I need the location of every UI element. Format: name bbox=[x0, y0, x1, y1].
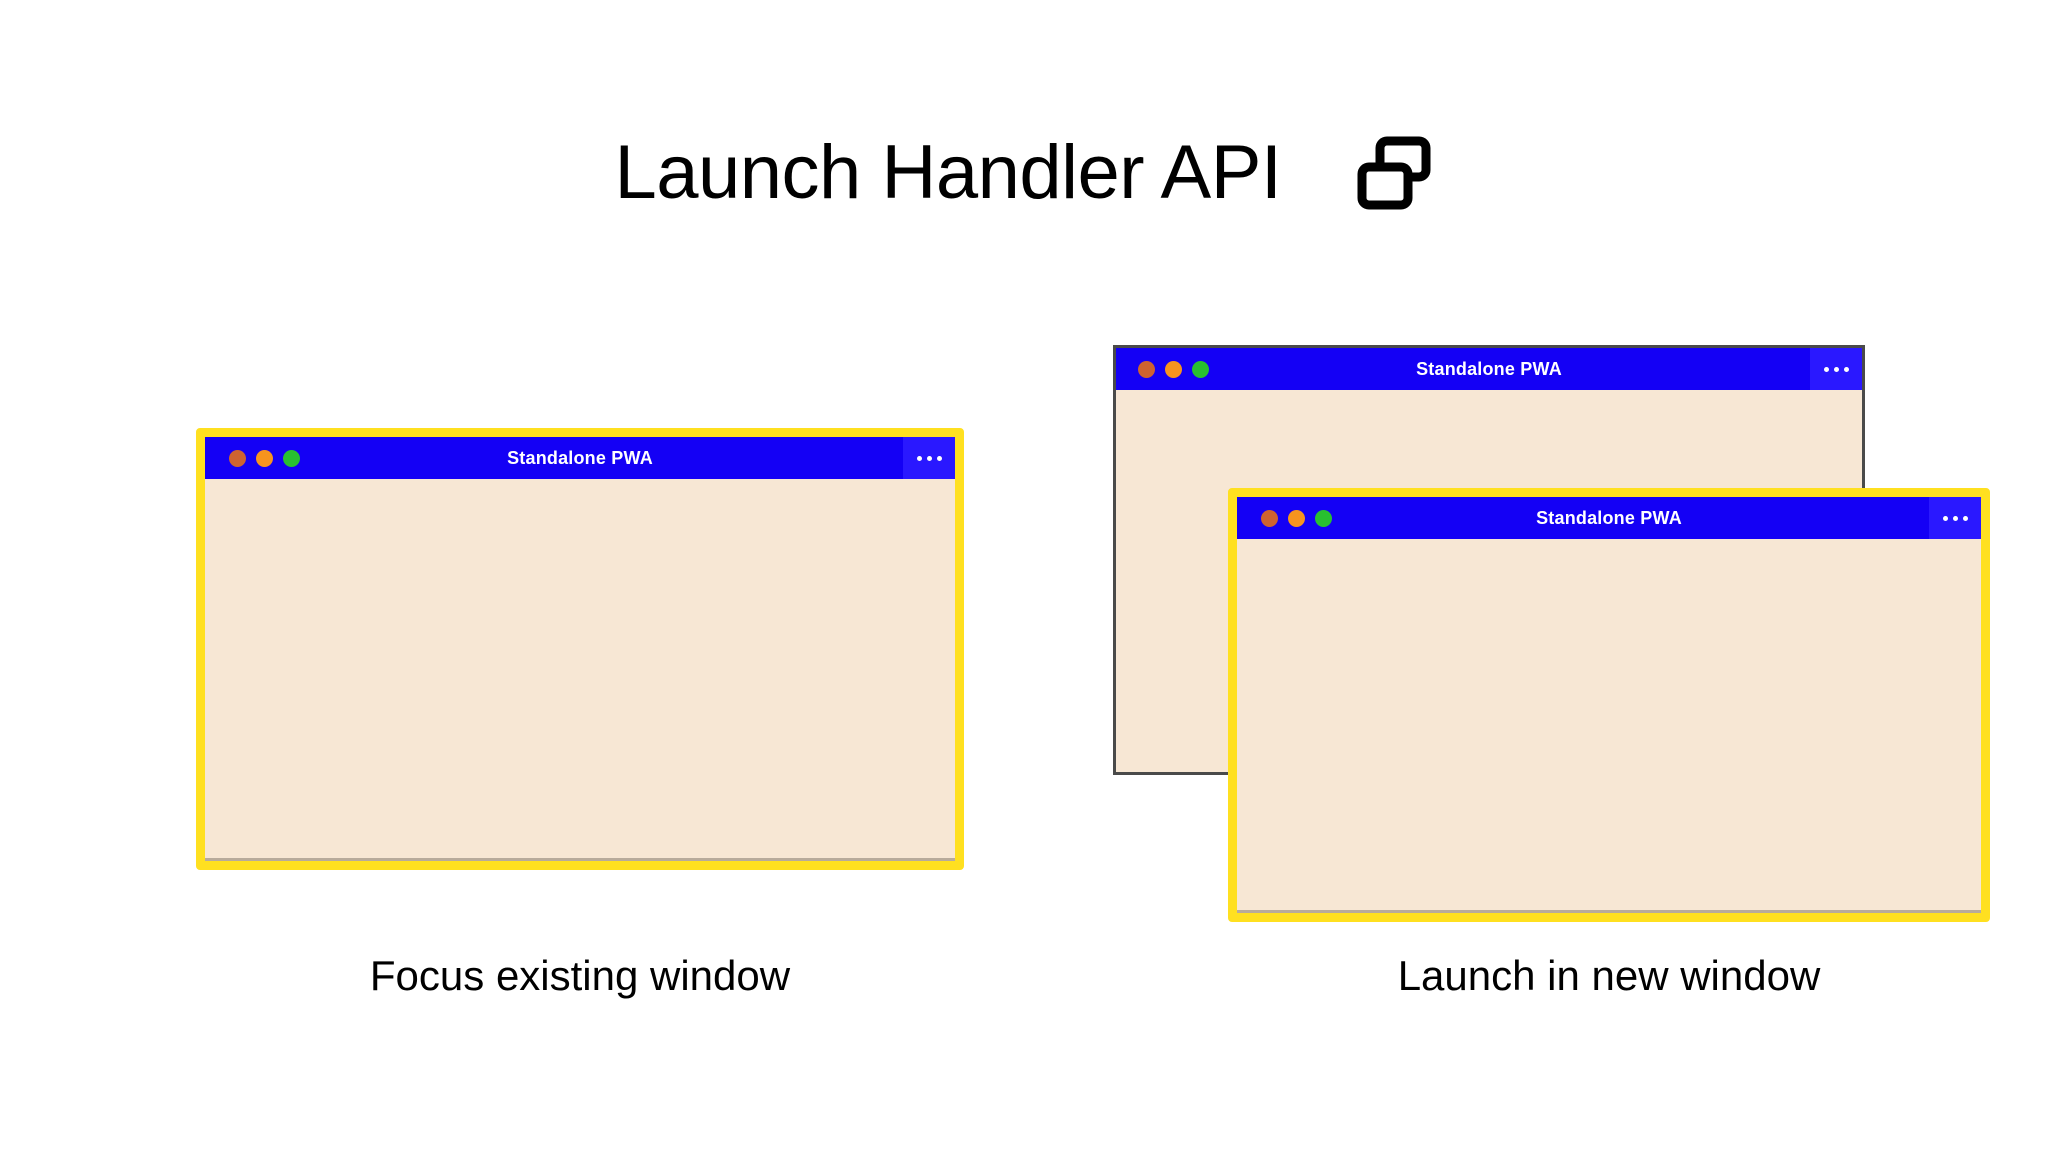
page-header: Launch Handler API bbox=[0, 118, 2048, 228]
new-launched-window[interactable]: Standalone PWA bbox=[1228, 488, 1990, 922]
overflow-menu-icon[interactable] bbox=[1810, 348, 1862, 390]
window-title: Standalone PWA bbox=[507, 447, 653, 468]
page-title: Launch Handler API bbox=[614, 130, 1282, 215]
minimize-dot-icon[interactable] bbox=[1288, 509, 1305, 527]
window-content-area bbox=[1237, 539, 1981, 913]
menu-dot bbox=[1833, 366, 1839, 372]
window-content-area bbox=[205, 479, 955, 861]
multi-window-icon bbox=[1354, 133, 1434, 213]
menu-dot bbox=[1962, 515, 1968, 521]
focus-existing-window[interactable]: Standalone PWA bbox=[196, 428, 964, 870]
traffic-lights[interactable] bbox=[1261, 509, 1332, 527]
close-dot-icon[interactable] bbox=[1261, 509, 1278, 527]
close-dot-icon[interactable] bbox=[229, 449, 246, 467]
maximize-dot-icon[interactable] bbox=[1192, 360, 1209, 378]
minimize-dot-icon[interactable] bbox=[256, 449, 273, 467]
window-inner: Standalone PWA bbox=[1237, 497, 1981, 913]
caption-focus-existing-window: Focus existing window bbox=[369, 952, 791, 999]
overflow-menu-icon[interactable] bbox=[1929, 497, 1981, 539]
menu-dot bbox=[1843, 366, 1849, 372]
menu-dot bbox=[1823, 366, 1829, 372]
window-titlebar[interactable]: Standalone PWA bbox=[205, 437, 955, 479]
close-dot-icon[interactable] bbox=[1138, 360, 1155, 378]
overflow-menu-icon[interactable] bbox=[903, 437, 955, 479]
menu-dot bbox=[1952, 515, 1958, 521]
window-title: Standalone PWA bbox=[1536, 507, 1682, 528]
caption-launch-in-new-window: Launch in new window bbox=[1397, 952, 1821, 999]
menu-dot bbox=[926, 455, 932, 461]
menu-dot bbox=[916, 455, 922, 461]
window-titlebar[interactable]: Standalone PWA bbox=[1116, 348, 1862, 390]
window-inner: Standalone PWA bbox=[205, 437, 955, 861]
menu-dot bbox=[936, 455, 942, 461]
maximize-dot-icon[interactable] bbox=[1315, 509, 1332, 527]
window-title: Standalone PWA bbox=[1416, 358, 1562, 379]
window-titlebar[interactable]: Standalone PWA bbox=[1237, 497, 1981, 539]
traffic-lights[interactable] bbox=[229, 449, 300, 467]
maximize-dot-icon[interactable] bbox=[283, 449, 300, 467]
traffic-lights[interactable] bbox=[1138, 360, 1209, 378]
menu-dot bbox=[1942, 515, 1948, 521]
minimize-dot-icon[interactable] bbox=[1165, 360, 1182, 378]
